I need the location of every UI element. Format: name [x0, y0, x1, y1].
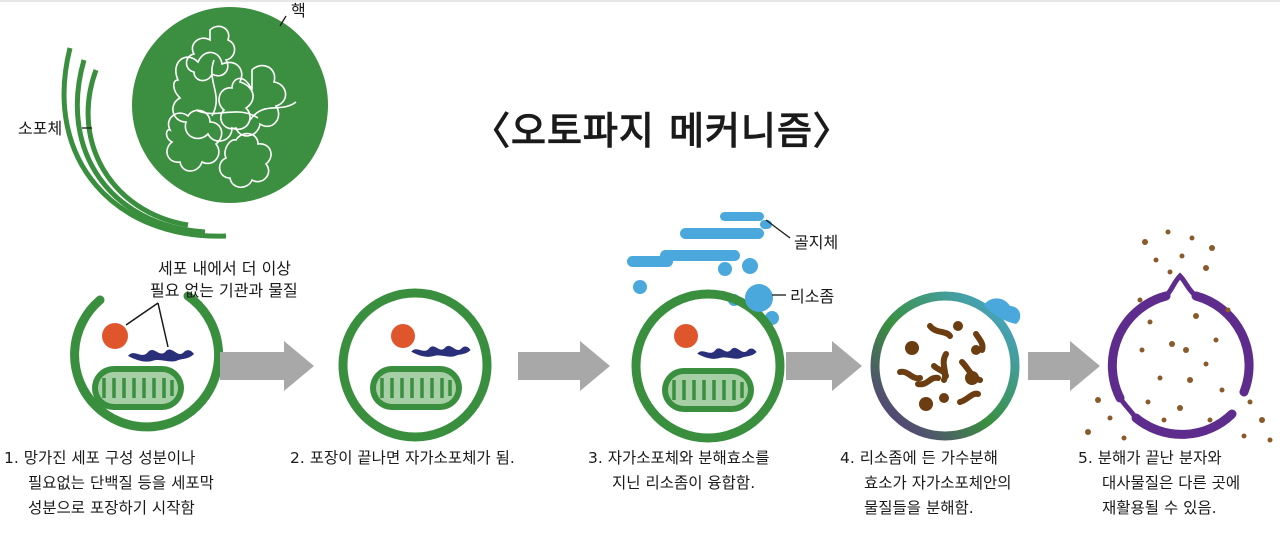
stage-5-cell	[1107, 272, 1254, 439]
molecule-dot	[1203, 361, 1209, 367]
molecule-dot	[1161, 417, 1167, 423]
arrow-4	[1028, 341, 1100, 391]
golgi	[627, 212, 779, 325]
unneeded-label-line2: 필요 없는 기관과 물질	[150, 281, 298, 300]
molecule-dot	[1142, 239, 1148, 245]
molecule-dot	[1247, 399, 1253, 405]
step-1-caption: 1. 망가진 세포 구성 성분이나 필요없는 단백질 등을 세포막 성분으로 포…	[4, 449, 214, 517]
stage-4-cell	[870, 291, 1021, 441]
nucleus-label: 핵	[291, 1, 306, 20]
stage-2-cell	[338, 288, 492, 442]
autophagosome-membranes	[61, 47, 227, 239]
molecule-dot	[1187, 377, 1193, 383]
molecule-dot	[1179, 253, 1185, 259]
molecule-dot	[1147, 319, 1153, 325]
molecule-dot	[1139, 347, 1145, 353]
step-3-caption: 3. 자가소포체와 분해효소를 지닌 리소좀이 융합함.	[588, 449, 770, 492]
molecule-dot	[1177, 405, 1183, 411]
molecule-dot	[1209, 245, 1215, 251]
recycled-molecules	[1085, 229, 1273, 443]
molecule-dot	[1267, 437, 1273, 443]
molecule-dot	[1169, 341, 1175, 347]
arrow-1	[220, 341, 314, 391]
molecule-dot	[1165, 229, 1171, 235]
unneeded-label-line1: 세포 내에서 더 이상	[158, 259, 292, 278]
nucleus	[132, 7, 328, 203]
molecule-dot	[1107, 415, 1113, 421]
molecule-dot	[1145, 399, 1151, 405]
golgi-label: 골지체	[794, 233, 839, 252]
molecule-dot	[1183, 347, 1189, 353]
stage-1-cell	[70, 291, 224, 432]
autophagosome-label: 소포체	[18, 119, 63, 138]
molecule-dot	[1137, 297, 1143, 303]
stage-3-cell	[631, 284, 785, 443]
arrow-3	[786, 341, 862, 391]
molecule-dot	[1259, 417, 1265, 423]
step-2-caption: 2. 포장이 끝나면 자가소포체가 됨.	[290, 449, 515, 467]
molecule-dot	[1189, 235, 1195, 241]
molecule-dot	[1207, 417, 1213, 423]
molecule-dot	[1213, 337, 1219, 343]
lysosome-label: 리소좀	[790, 287, 835, 306]
molecule-dot	[1121, 435, 1127, 441]
step-4-caption: 4. 리소좀에 든 가수분해 효소가 자가소포체안의 물질들을 분해함.	[840, 449, 1012, 517]
molecule-dot	[1241, 433, 1247, 439]
molecule-dot	[1153, 257, 1159, 263]
arrow-2	[518, 341, 610, 391]
molecule-dot	[1167, 269, 1173, 275]
molecule-dot	[1095, 397, 1101, 403]
molecule-dot	[1219, 387, 1225, 393]
molecule-dot	[1193, 313, 1199, 319]
step-5-caption: 5. 분해가 끝난 분자와 대사물질은 다른 곳에 재활용될 수 있음.	[1078, 449, 1241, 517]
molecule-dot	[1203, 265, 1209, 271]
molecule-dot	[1225, 307, 1231, 313]
diagram-title: 〈오토파지 메커니즘〉	[472, 109, 852, 153]
molecule-dot	[1157, 375, 1163, 381]
molecule-dot	[1085, 429, 1091, 435]
